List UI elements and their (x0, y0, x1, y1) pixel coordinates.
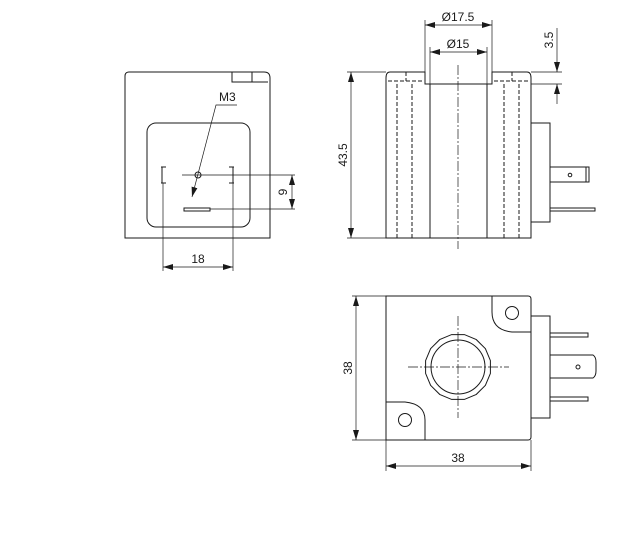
bottom-view: 38 38 (341, 295, 597, 471)
recess-label: 3.5 (542, 31, 556, 48)
outer-diameter-label: Ø17.5 (442, 10, 475, 24)
extension-lines-43-5 (347, 71, 386, 239)
connector-pins (550, 332, 597, 402)
connector-pins (550, 166, 596, 212)
center-lines (408, 316, 509, 418)
earth-pin (183, 207, 211, 212)
pin-hole (567, 172, 573, 178)
pin-offset-label: 9 (276, 188, 290, 195)
extension-lines (182, 174, 295, 210)
bottom-width-label: 38 (451, 451, 465, 465)
pin-hole (575, 364, 581, 370)
bottom-left-lug (386, 401, 426, 440)
top-tab (231, 72, 268, 83)
m3-leader (191, 104, 237, 198)
hidden-lines (388, 72, 529, 238)
coil-outline (124, 71, 271, 239)
coil-outline (385, 295, 532, 441)
connector-block (530, 315, 551, 419)
bore-lines (429, 84, 488, 238)
connector-block (530, 122, 551, 223)
bore-outer-polygon (425, 334, 491, 400)
extension-lines-18 (162, 183, 234, 271)
mount-hole (505, 306, 519, 320)
bottom-height-label: 38 (341, 361, 355, 375)
coil-outline (385, 71, 532, 239)
extension-lines-3-5 (531, 71, 562, 85)
front-view: 9 18 M3 (124, 71, 295, 271)
extension-lines-38v (352, 295, 386, 441)
pin-spacing-label: 18 (191, 252, 205, 266)
side-view: Ø17.5 Ø15 3.5 43.5 (336, 10, 596, 249)
inner-diameter-label: Ø15 (447, 37, 470, 51)
height-label: 43.5 (336, 143, 350, 167)
thread-label: M3 (219, 90, 236, 104)
top-right-lug (491, 296, 531, 333)
extension-lines-dia (424, 20, 493, 84)
mount-hole (398, 413, 412, 427)
